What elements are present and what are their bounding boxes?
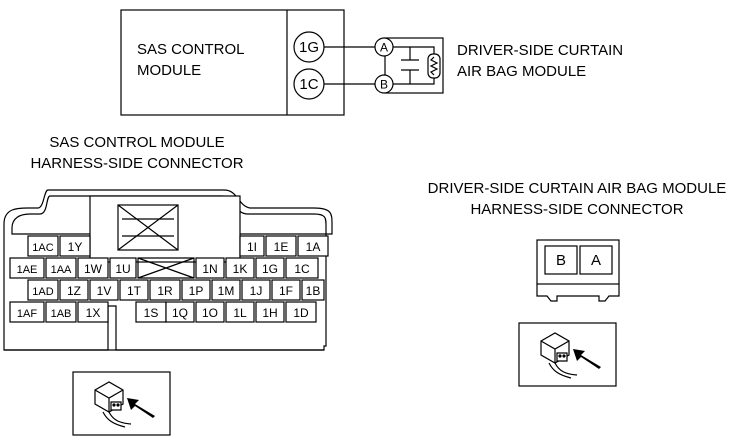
pin-label: 1AD xyxy=(32,286,53,298)
pin-cell xyxy=(225,301,255,323)
pin-label: 1S xyxy=(144,306,159,320)
pin-cell xyxy=(109,257,137,279)
sas-control-module-box: SAS CONTROL MODULE xyxy=(120,9,345,116)
pin-label: 1Z xyxy=(67,284,81,298)
pin-cell xyxy=(45,301,77,323)
pin-label: 1T xyxy=(127,284,142,298)
sas-connector-title-line1: SAS CONTROL MODULE xyxy=(49,134,224,151)
pin-cell xyxy=(9,257,45,279)
pin-label: 1V xyxy=(97,284,112,298)
pin-cell xyxy=(225,257,255,279)
module-pin-1c: 1C xyxy=(293,68,325,100)
pin-cell xyxy=(45,257,77,279)
module-label-line2: MODULE xyxy=(137,62,201,79)
pin-label: 1U xyxy=(115,262,130,276)
terminal-label-b: B xyxy=(380,78,388,92)
pin-cell xyxy=(89,279,119,301)
pin-label: 1Q xyxy=(172,306,188,320)
pin-cell xyxy=(285,301,317,323)
pin-label: 1O xyxy=(202,306,218,320)
airbag-label-line2: AIR BAG MODULE xyxy=(457,63,586,80)
pin-label: 1M xyxy=(218,284,235,298)
pin-cell xyxy=(77,257,109,279)
pin-label: 1H xyxy=(262,306,277,320)
pin-label: 1J xyxy=(250,284,263,298)
pin-label: 1D xyxy=(293,306,309,320)
airbag-module-symbol: A B DRIVER-SIDE CURTAIN AIR BAG MODULE xyxy=(374,37,623,94)
airbag-label-line1: DRIVER-SIDE CURTAIN xyxy=(457,42,623,59)
pin-label: 1AF xyxy=(17,308,37,320)
pin-label: 1AE xyxy=(17,264,38,276)
pin-label: 1Y xyxy=(68,240,83,254)
pin-label-1g: 1G xyxy=(299,39,319,56)
pin-label: 1AA xyxy=(51,264,72,276)
pin-label: 1C xyxy=(294,262,310,276)
pin-label: 1AC xyxy=(32,242,53,254)
pin-cell xyxy=(27,279,59,301)
pin-cell xyxy=(241,279,271,301)
pin-label: 1E xyxy=(274,240,289,254)
pin-label: 1I xyxy=(247,240,257,254)
pin-label: 1AB xyxy=(51,308,72,320)
pin-cell xyxy=(77,301,109,323)
pin-cell xyxy=(301,279,325,301)
connector-probe-icon xyxy=(518,322,617,387)
pin-cell xyxy=(255,257,285,279)
pin-label: 1F xyxy=(279,284,293,298)
connector-probe-icon xyxy=(72,371,171,436)
pin-cell xyxy=(255,301,285,323)
airbag-connector-title-line2: HARNESS-SIDE CONNECTOR xyxy=(470,201,683,218)
pin-label: 1L xyxy=(233,306,247,320)
airbag-pin-b-cell xyxy=(544,245,578,275)
pin-cell xyxy=(297,235,329,257)
pin-cell xyxy=(211,279,241,301)
pin-label: 1R xyxy=(157,284,173,298)
pin-cell xyxy=(119,279,149,301)
pin-label: 1A xyxy=(306,240,321,254)
sas-connector-title-line2: HARNESS-SIDE CONNECTOR xyxy=(30,155,243,172)
pin-cell xyxy=(59,279,89,301)
pin-cell xyxy=(59,235,91,257)
pin-cell xyxy=(271,279,301,301)
airbag-pin-b: B xyxy=(556,252,566,269)
pin-cell xyxy=(9,301,45,323)
airbag-connector-title-line1: DRIVER-SIDE CURTAIN AIR BAG MODULE xyxy=(428,180,727,197)
pin-label: 1K xyxy=(233,262,248,276)
wires xyxy=(324,46,375,85)
pin-cell xyxy=(239,235,265,257)
pin-cell xyxy=(149,279,181,301)
pin-cell xyxy=(265,235,297,257)
pin-label-1c: 1C xyxy=(299,76,318,93)
pin-label: 1W xyxy=(84,262,103,276)
terminal-label-a: A xyxy=(380,41,388,55)
pin-label: 1X xyxy=(86,306,101,320)
pin-cell xyxy=(181,279,211,301)
pin-label: 1G xyxy=(262,262,278,276)
sas-connector-body xyxy=(3,189,333,351)
module-pin-1g: 1G xyxy=(293,31,325,63)
pin-cell xyxy=(195,257,225,279)
pin-cell xyxy=(195,301,225,323)
airbag-connector-body xyxy=(536,239,620,302)
pin-label: 1B xyxy=(306,284,321,298)
pin-cell xyxy=(27,235,59,257)
airbag-pin-a-cell xyxy=(579,245,613,275)
module-label-line1: SAS CONTROL xyxy=(137,41,245,58)
airbag-pin-a: A xyxy=(591,252,601,269)
sas-connector-pins: 1AC 1Y 1I 1E 1A 1AE 1AA 1W 1U 1N 1K 1G 1C 1AD 1Z 1V 1T 1R… xyxy=(9,235,329,323)
pin-cell xyxy=(285,257,319,279)
blank-cavity xyxy=(137,257,195,279)
pin-label: 1N xyxy=(202,262,217,276)
pin-label: 1P xyxy=(189,284,204,298)
pin-cell xyxy=(165,301,195,323)
